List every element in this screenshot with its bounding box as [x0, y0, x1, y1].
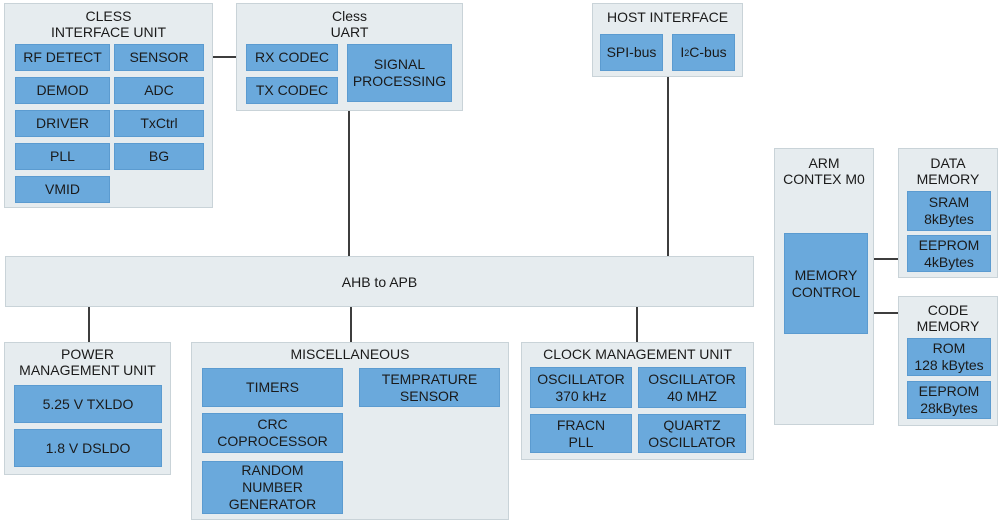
- ahb-to-apb-bus: AHB to APB: [5, 256, 754, 307]
- block-tx-codec: TX CODEC: [246, 77, 338, 104]
- data-memory-title: DATA MEMORY: [916, 155, 980, 187]
- block-rf-detect: RF DETECT: [15, 44, 110, 71]
- data-memory: DATA MEMORY SRAM 8kBytes EEPROM 4kBytes: [898, 148, 998, 278]
- block-sram: SRAM 8kBytes: [907, 191, 991, 231]
- cless-uart-title: Cless UART: [330, 8, 369, 40]
- block-timers: TIMERS: [202, 368, 343, 407]
- block-rx-codec: RX CODEC: [246, 44, 338, 71]
- wire-bus-to-misc: [350, 307, 352, 342]
- power-management-unit: POWER MANAGEMENT UNIT 5.25 V TXLDO 1.8 V…: [4, 342, 171, 475]
- miscellaneous: MISCELLANEOUS TIMERS TEMPRATURE SENSOR C…: [191, 342, 509, 520]
- block-spi-bus: SPI-bus: [600, 34, 663, 71]
- i2c-prefix: I: [680, 44, 685, 60]
- block-dsldo: 1.8 V DSLDO: [14, 429, 162, 467]
- block-oscillator-370khz: OSCILLATOR 370 kHz: [530, 367, 632, 408]
- cless-interface-unit: CLESS INTERFACE UNIT RF DETECT SENSOR DE…: [4, 3, 213, 208]
- clock-management-unit: CLOCK MANAGEMENT UNIT OSCILLATOR 370 kHz…: [521, 342, 754, 460]
- wire-arm-to-data-memory: [874, 258, 898, 260]
- block-sensor: SENSOR: [114, 44, 204, 71]
- block-adc: ADC: [114, 77, 204, 104]
- block-oscillator-40mhz: OSCILLATOR 40 MHZ: [638, 367, 746, 408]
- block-vmid: VMID: [15, 176, 110, 203]
- wire-bus-to-power: [88, 307, 90, 342]
- code-memory: CODE MEMORY ROM 128 kBytes EEPROM 28kByt…: [898, 296, 998, 426]
- block-eeprom-data: EEPROM 4kBytes: [907, 235, 991, 272]
- host-interface-title: HOST INTERFACE: [606, 9, 729, 25]
- block-eeprom-code: EEPROM 28kBytes: [907, 381, 991, 419]
- block-fracn-pll: FRACN PLL: [530, 414, 632, 453]
- block-quartz-oscillator: QUARTZ OSCILLATOR: [638, 414, 746, 453]
- wire-host-to-bus: [667, 77, 669, 256]
- block-crc-coprocessor: CRC COPROCESSOR: [202, 413, 343, 453]
- wire-uart-to-bus: [348, 111, 350, 256]
- block-memory-control: MEMORY CONTROL: [784, 233, 868, 334]
- block-temperature-sensor: TEMPRATURE SENSOR: [359, 368, 500, 407]
- arm-title: ARM CONTEX M0: [783, 155, 865, 187]
- wire-bus-to-clock: [636, 307, 638, 342]
- i2c-suffix: C-bus: [689, 44, 727, 60]
- code-memory-title: CODE MEMORY: [916, 302, 980, 334]
- arm-cortex-m0: ARM CONTEX M0 MEMORY CONTROL: [774, 148, 874, 425]
- wire-arm-to-code-memory: [874, 312, 898, 314]
- block-driver: DRIVER: [15, 110, 110, 137]
- power-title: POWER MANAGEMENT UNIT: [19, 346, 156, 378]
- block-demod: DEMOD: [15, 77, 110, 104]
- misc-title: MISCELLANEOUS: [290, 346, 410, 362]
- clock-title: CLOCK MANAGEMENT UNIT: [543, 346, 732, 362]
- cless-interface-title: CLESS INTERFACE UNIT: [50, 8, 167, 40]
- block-random-number-generator: RANDOM NUMBER GENERATOR: [202, 461, 343, 514]
- cless-uart: Cless UART RX CODEC TX CODEC SIGNAL PROC…: [236, 3, 463, 111]
- block-signal-processing: SIGNAL PROCESSING: [347, 44, 452, 102]
- block-bg: BG: [114, 143, 204, 170]
- block-pll: PLL: [15, 143, 110, 170]
- bus-label: AHB to APB: [341, 273, 418, 290]
- wire-cless-to-uart: [213, 56, 236, 58]
- block-rom: ROM 128 kBytes: [907, 338, 991, 376]
- block-txldo: 5.25 V TXLDO: [14, 385, 162, 423]
- block-txctrl: TxCtrl: [114, 110, 204, 137]
